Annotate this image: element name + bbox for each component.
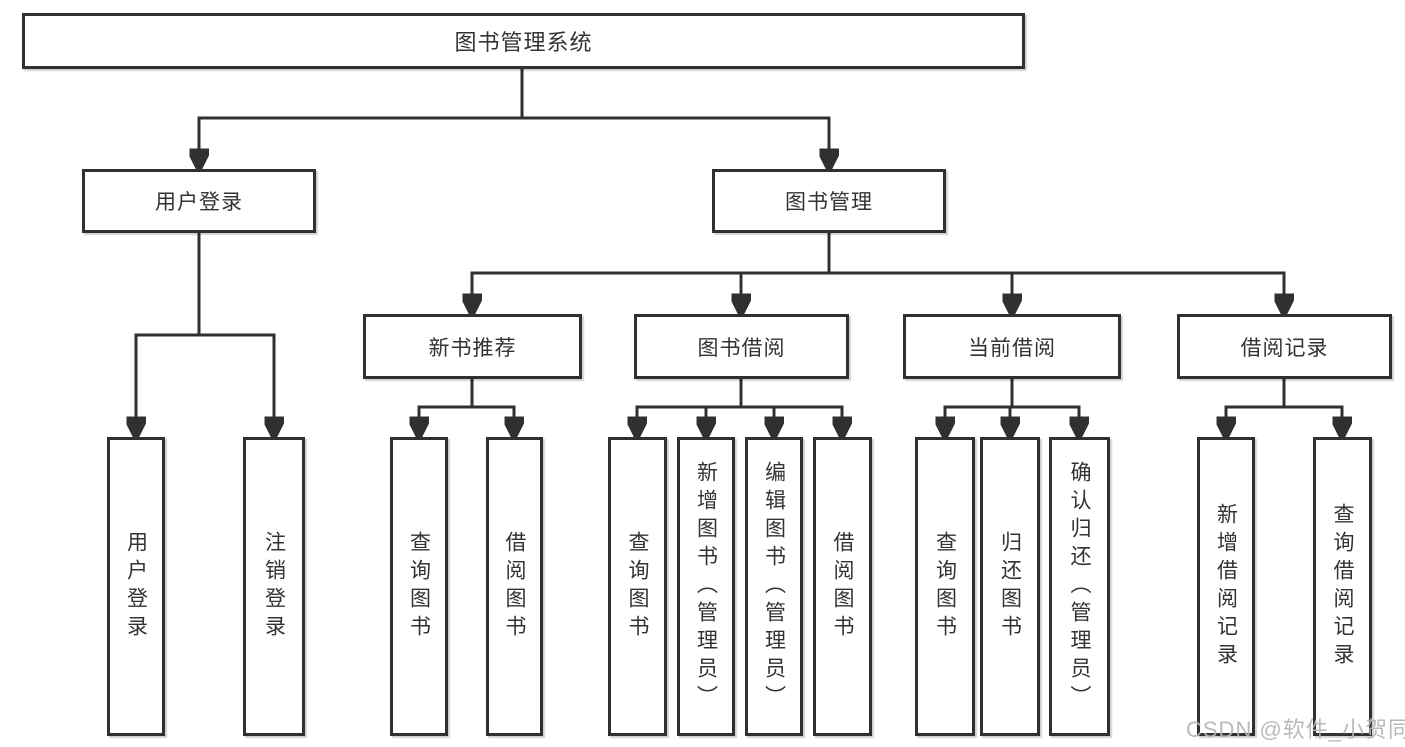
leaf-return-books: 归还图书: [980, 437, 1040, 736]
leaf-edit-books-admin: 编辑图书（管理员）: [745, 437, 803, 736]
leaf-query-books: 查询图书: [608, 437, 667, 736]
node-user-login: 用户登录: [82, 169, 316, 233]
leaf-label: 借阅图书: [831, 530, 854, 643]
leaf-query-books: 查询图书: [390, 437, 448, 736]
leaf-label: 注销登录: [262, 530, 286, 643]
node-borrowing-records: 借阅记录: [1177, 314, 1392, 379]
node-book-management: 图书管理: [712, 169, 946, 233]
connector-segments: [134, 69, 1344, 409]
leaf-query-books: 查询图书: [915, 437, 975, 736]
leaf-label: 归还图书: [998, 530, 1022, 643]
leaf-add-books-admin: 新增图书（管理员）: [677, 437, 735, 736]
leaf-user-login: 用户登录: [107, 437, 165, 736]
leaf-label: 借阅图书: [503, 530, 526, 643]
leaf-label: 查询借阅记录: [1331, 502, 1354, 671]
leaf-confirm-return-admin: 确认归还（管理员）: [1049, 437, 1110, 736]
leaf-label: 查询图书: [933, 530, 957, 643]
leaf-borrow-books: 借阅图书: [486, 437, 543, 736]
leaf-add-borrow-record: 新增借阅记录: [1197, 437, 1255, 736]
node-new-book-recommendation: 新书推荐: [363, 314, 582, 379]
leaf-label: 编辑图书（管理员）: [762, 460, 786, 713]
leaf-label: 查询图书: [626, 530, 649, 643]
node-current-borrowing: 当前借阅: [903, 314, 1121, 379]
leaf-borrow-books: 借阅图书: [813, 437, 872, 736]
leaf-logout-login: 注销登录: [243, 437, 305, 736]
node-book-borrowing: 图书借阅: [634, 314, 849, 379]
leaf-label: 确认归还（管理员）: [1068, 460, 1091, 713]
watermark: CSDN @软件_小贺同学: [1186, 717, 1405, 742]
connector-arrows: [136, 116, 1342, 435]
leaf-label: 新增图书（管理员）: [694, 460, 718, 713]
leaf-label: 用户登录: [124, 530, 148, 643]
node-library-system: 图书管理系统: [22, 13, 1025, 69]
leaf-query-borrow-record: 查询借阅记录: [1313, 437, 1372, 736]
leaf-label: 查询图书: [407, 530, 431, 643]
leaf-label: 新增借阅记录: [1214, 502, 1238, 671]
